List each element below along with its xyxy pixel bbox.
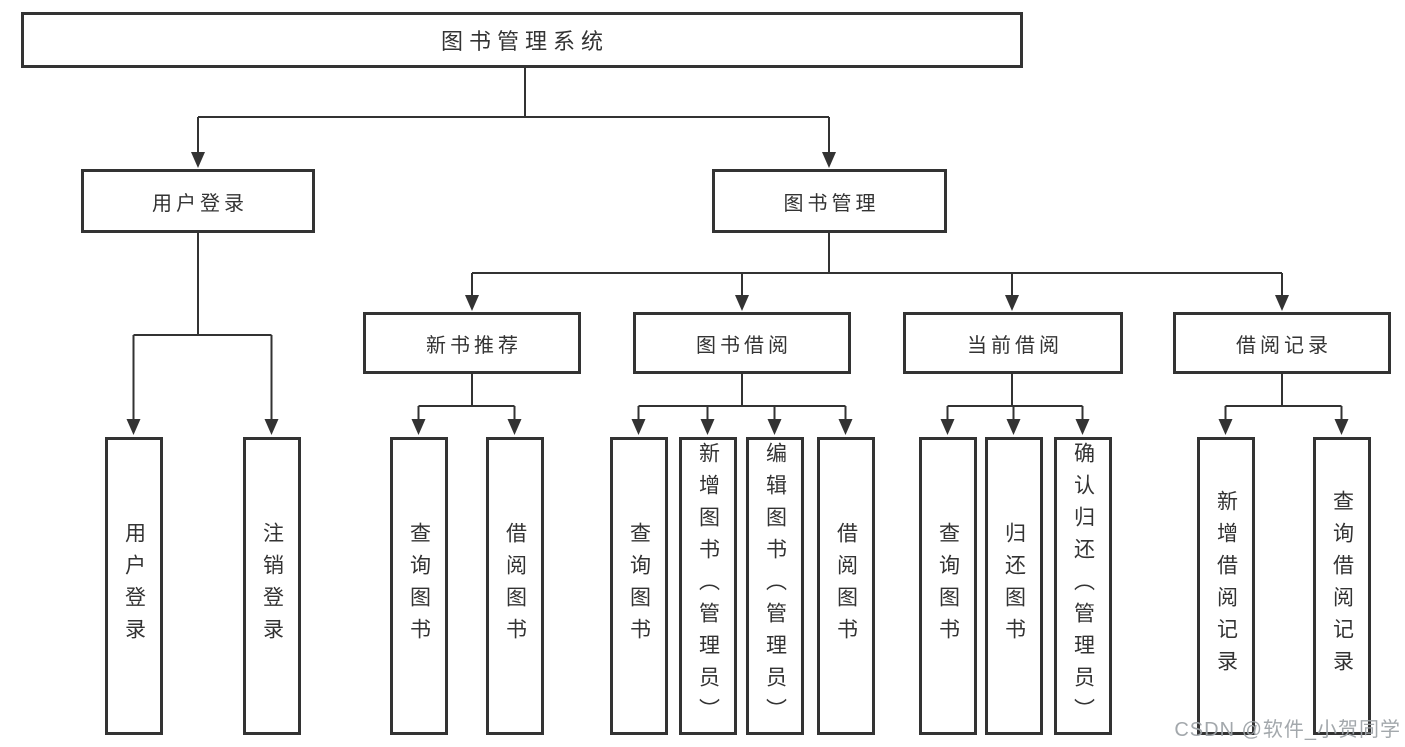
arrowhead-borrow-borrow: [838, 419, 853, 435]
leaf-current-query-books-label: 查询图书: [936, 522, 960, 650]
arrowhead-current-query: [940, 419, 955, 435]
arrowhead-borrow-edit: [767, 419, 782, 435]
leaf-borrow-query-books: 查询图书: [610, 437, 668, 735]
leaf-query-borrow-record: 查询借阅记录: [1313, 437, 1371, 735]
leaf-edit-books-admin-label: 编辑图书（管理员）: [763, 442, 787, 730]
leaf-confirm-return-admin: 确认归还（管理员）: [1054, 437, 1112, 735]
arrowhead-records-query: [1334, 419, 1349, 435]
leaf-edit-books-admin: 编辑图书（管理员）: [746, 437, 804, 735]
connector-current-leaves: [946, 374, 1084, 420]
leaf-rec-query-books: 查询图书: [390, 437, 448, 735]
leaf-confirm-return-admin-label: 确认归还（管理员）: [1071, 442, 1095, 730]
node-borrow-records: 借阅记录: [1173, 312, 1391, 374]
connector-mgmt-level3: [471, 233, 1283, 296]
connector-root-level2: [197, 68, 830, 153]
leaf-user-login-label: 用户登录: [122, 522, 146, 650]
leaf-add-books-admin-label: 新增图书（管理员）: [696, 442, 720, 730]
leaf-add-borrow-record: 新增借阅记录: [1197, 437, 1255, 735]
leaf-rec-borrow-books-label: 借阅图书: [503, 522, 527, 650]
arrowhead-borrow: [735, 295, 749, 311]
arrowhead-rec-borrow: [507, 419, 522, 435]
arrowhead-current-confirm: [1075, 419, 1090, 435]
arrowhead-current-return: [1006, 419, 1021, 435]
arrowhead-current: [1005, 295, 1019, 311]
leaf-return-books: 归还图书: [985, 437, 1043, 735]
leaf-query-borrow-record-label: 查询借阅记录: [1330, 490, 1354, 682]
node-current-borrow: 当前借阅: [903, 312, 1123, 374]
leaf-rec-query-books-label: 查询图书: [407, 522, 431, 650]
node-user-login: 用户登录: [81, 169, 315, 233]
leaf-borrow-books: 借阅图书: [817, 437, 875, 735]
leaf-logout: 注销登录: [243, 437, 301, 735]
leaf-current-query-books: 查询图书: [919, 437, 977, 735]
node-root: 图书管理系统: [21, 12, 1023, 68]
leaf-borrow-query-books-label: 查询图书: [627, 522, 651, 650]
leaf-borrow-books-label: 借阅图书: [834, 522, 858, 650]
node-root-label: 图书管理系统: [440, 29, 609, 54]
node-book-borrow: 图书借阅: [633, 312, 851, 374]
node-new-book-recommend: 新书推荐: [363, 312, 581, 374]
watermark: CSDN @软件_小贺同学: [1174, 719, 1401, 741]
arrowhead-borrow-query: [631, 419, 646, 435]
leaf-logout-label: 注销登录: [260, 522, 284, 650]
arrowhead-rec-query: [411, 419, 426, 435]
arrowhead-login-user: [126, 419, 141, 435]
arrowhead-mgmt: [822, 152, 836, 168]
node-current-borrow-label: 当前借阅: [967, 334, 1063, 357]
leaf-return-books-label: 归还图书: [1002, 522, 1026, 650]
node-borrow-records-label: 借阅记录: [1236, 334, 1332, 357]
arrowhead-records-add: [1218, 419, 1233, 435]
arrowhead-borrow-add: [700, 419, 715, 435]
node-book-management: 图书管理: [712, 169, 947, 233]
leaf-rec-borrow-books: 借阅图书: [486, 437, 544, 735]
node-book-borrow-label: 图书借阅: [696, 334, 792, 357]
node-new-book-recommend-label: 新书推荐: [426, 334, 522, 357]
arrowhead-login-logout: [264, 419, 279, 435]
connector-records-leaves: [1224, 374, 1343, 420]
arrowhead-login: [191, 152, 205, 168]
node-book-management-label: 图书管理: [783, 192, 880, 215]
node-user-login-label: 用户登录: [152, 192, 248, 215]
leaf-add-books-admin: 新增图书（管理员）: [679, 437, 737, 735]
leaf-add-borrow-record-label: 新增借阅记录: [1214, 490, 1238, 682]
connector-login-leaves: [132, 233, 273, 420]
arrowhead-rec: [465, 295, 479, 311]
connector-borrow-leaves: [637, 374, 847, 420]
arrowhead-records: [1275, 295, 1289, 311]
leaf-user-login: 用户登录: [105, 437, 163, 735]
connector-rec-leaves: [417, 374, 516, 420]
